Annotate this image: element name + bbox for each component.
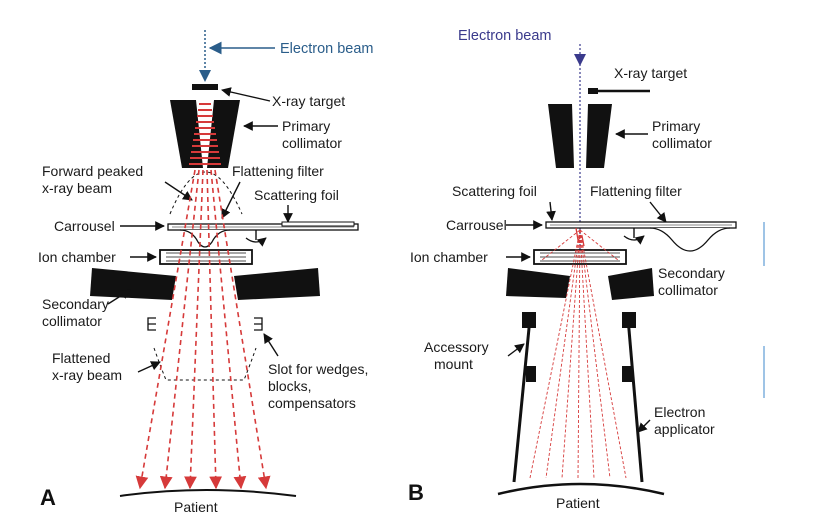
secondary-collimator-right-a <box>234 268 320 300</box>
flattened-profile-a <box>153 347 257 381</box>
electron-applicator-label-b-line2: applicator <box>654 421 715 437</box>
forward-peaked-label-a-line2: x-ray beam <box>42 180 112 196</box>
patient-label-b: Patient <box>556 495 600 511</box>
flattened-beam-label-a-line2: x-ray beam <box>52 367 122 383</box>
patient-label-a: Patient <box>174 499 218 515</box>
slot-leader-a <box>263 333 279 357</box>
scattering-foil-label-a: Scattering foil <box>254 187 339 203</box>
slot-label-a-line2: blocks, <box>268 378 312 394</box>
panel-a: Electron beam X-ray target Primary colli… <box>38 30 374 515</box>
electron-beam-arrowhead-b <box>574 54 586 66</box>
accessory-mount-label-b-line1: Accessory <box>424 339 489 355</box>
panel-letter-b: B <box>408 480 424 505</box>
forward-peaked-profile-a <box>169 171 243 215</box>
accessory-mount-left-b <box>522 312 536 328</box>
primary-collimator-label-b-line2: collimator <box>652 135 712 151</box>
primary-collimator-label-b-line1: Primary <box>652 118 700 134</box>
flattened-beam-label-a-line1: Flattened <box>52 350 110 366</box>
flattening-filter-b <box>649 227 731 252</box>
forward-peaked-beam-a <box>189 103 221 165</box>
electron-applicator-leader-b <box>637 419 651 433</box>
accessory-mount-right-b <box>622 312 636 328</box>
secondary-collimator-label-b-line2: collimator <box>658 282 718 298</box>
secondary-collimator-leader-a <box>107 289 131 305</box>
primary-collimator-label-a-line1: Primary <box>282 118 330 134</box>
panel-letter-a: A <box>40 485 56 510</box>
carrousel-label-a: Carrousel <box>54 218 115 234</box>
slot-label-a-line1: Slot for wedges, <box>268 361 368 377</box>
scattering-foil-leader-b <box>546 201 556 221</box>
flattened-beam-leader-a <box>137 361 161 373</box>
electron-beam-label-a: Electron beam <box>280 41 374 57</box>
scattering-foil-label-b: Scattering foil <box>452 183 537 199</box>
electron-applicator-label-b-line1: Electron <box>654 404 705 420</box>
slot-bracket-left-a <box>147 317 156 331</box>
primary-collimator-left-b <box>548 104 574 168</box>
ion-chamber-label-a: Ion chamber <box>38 249 116 265</box>
scattering-foil-a <box>281 221 355 227</box>
forward-peaked-leader-a <box>164 181 193 201</box>
accessory-mount-leader-b <box>507 343 525 357</box>
primary-collimator-right-b <box>586 104 612 168</box>
flattening-filter-label-b: Flattening filter <box>590 183 682 199</box>
patient-surface-b <box>497 482 665 496</box>
carrousel-label-b: Carrousel <box>446 217 507 233</box>
secondary-collimator-label-a-line1: Secondary <box>42 296 109 312</box>
electron-applicator-b <box>512 312 644 483</box>
flattening-filter-a <box>179 229 231 248</box>
flattening-filter-leader-b <box>649 201 667 223</box>
flattening-filter-label-a: Flattening filter <box>232 163 324 179</box>
forward-peaked-label-a-line1: Forward peaked <box>42 163 143 179</box>
xray-target-label-b: X-ray target <box>614 65 687 81</box>
rotation-icon-a <box>245 237 267 247</box>
xray-target-leader-a <box>221 87 271 102</box>
secondary-collimator-label-a-line2: collimator <box>42 313 102 329</box>
secondary-collimator-left-b <box>506 268 570 298</box>
rotation-icon-b <box>623 235 645 245</box>
electron-beam-label-b: Electron beam <box>458 28 552 44</box>
slot-label-a-line3: compensators <box>268 395 356 411</box>
ion-chamber-label-b: Ion chamber <box>410 249 488 265</box>
xray-target-a <box>192 84 218 90</box>
primary-collimator-label-a-line2: collimator <box>282 135 342 151</box>
electron-beam-arrowhead-a <box>199 70 211 82</box>
accessory-mount-label-b-line2: mount <box>434 356 473 372</box>
electron-scatter-rays-b <box>529 229 627 479</box>
xray-target-label-a: X-ray target <box>272 93 345 109</box>
flattening-filter-leader-a <box>221 181 241 219</box>
slot-bracket-right-a <box>254 317 263 331</box>
secondary-collimator-left-a <box>90 268 176 300</box>
panel-b: Electron beam X-ray target Primary colli… <box>408 28 765 511</box>
secondary-collimator-label-b-line1: Secondary <box>658 265 725 281</box>
xray-beam-rays-a <box>135 169 271 490</box>
secondary-collimator-right-b <box>608 268 654 300</box>
patient-surface-a <box>119 489 297 497</box>
